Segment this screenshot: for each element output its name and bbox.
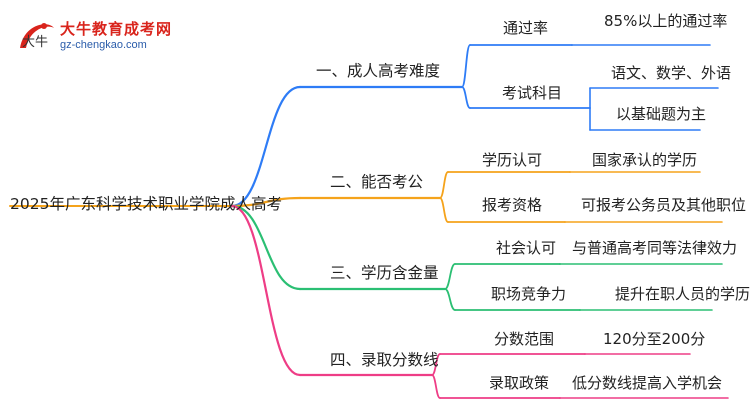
edge-branch-3-leaf-2 <box>444 288 456 311</box>
branch-2-leaf-2: 报考资格 <box>482 196 543 214</box>
branch-2-leaf-1-value-1: 国家承认的学历 <box>592 151 698 169</box>
branch-1-leaf-2: 考试科目 <box>502 84 563 102</box>
edge-branch-3-leaf-1 <box>444 263 456 290</box>
edge-root-branch-2 <box>230 196 302 208</box>
edge-branch-4-leaf-2 <box>431 374 441 399</box>
logo-title: 大牛教育成考网 <box>60 20 173 38</box>
edge-branch-2-leaf-1 <box>439 171 449 199</box>
logo-mark-text: 大牛 <box>22 35 48 50</box>
branch-4: 四、录取分数线 <box>330 351 439 369</box>
branch-3: 三、学历含金量 <box>330 264 439 282</box>
branch-1-leaf-1-value-1: 85%以上的通过率 <box>604 12 728 30</box>
edge-branch-2-leaf-2 <box>439 197 449 223</box>
bull-logo-icon: 大牛 <box>20 23 54 50</box>
branch-3-leaf-2: 职场竞争力 <box>491 285 567 303</box>
branch-2-leaf-1: 学历认可 <box>482 151 543 169</box>
root-node: 2025年广东科学技术职业学院成人高考 <box>10 195 282 213</box>
edge-root-branch-1 <box>230 85 302 208</box>
branch-4-leaf-1-value-1: 120分至200分 <box>603 330 706 348</box>
branch-1-leaf-1: 通过率 <box>503 19 549 37</box>
branch-2: 二、能否考公 <box>330 173 424 191</box>
logo-url: gz-chengkao.com <box>60 39 147 51</box>
branch-1-leaf-2-value-1: 语文、数学、外语 <box>611 64 732 82</box>
site-logo[interactable]: 大牛 大牛教育成考网 gz-chengkao.com <box>14 14 171 58</box>
branch-4-leaf-2: 录取政策 <box>489 374 550 392</box>
edge-root-branch-4 <box>230 204 302 377</box>
branch-3-leaf-2-value-1: 提升在职人员的学历 <box>615 285 750 303</box>
edge-branch-1-leaf-1 <box>461 44 471 88</box>
branch-1: 一、成人高考难度 <box>316 62 441 80</box>
branch-4-leaf-2-value-1: 低分数线提高入学机会 <box>572 374 723 392</box>
branch-4-leaf-1: 分数范围 <box>494 330 555 348</box>
branch-3-leaf-1: 社会认可 <box>496 239 557 257</box>
edge-branch-4-leaf-1 <box>431 353 441 376</box>
edge-branch-1-leaf-2 <box>461 86 471 109</box>
branch-1-leaf-2-value-2: 以基础题为主 <box>616 105 707 123</box>
branch-3-leaf-1-value-1: 与普通高考同等法律效力 <box>572 239 738 257</box>
branch-2-leaf-2-value-1: 可报考公务员及其他职位 <box>581 196 747 214</box>
edge-root-branch-3 <box>230 204 302 291</box>
